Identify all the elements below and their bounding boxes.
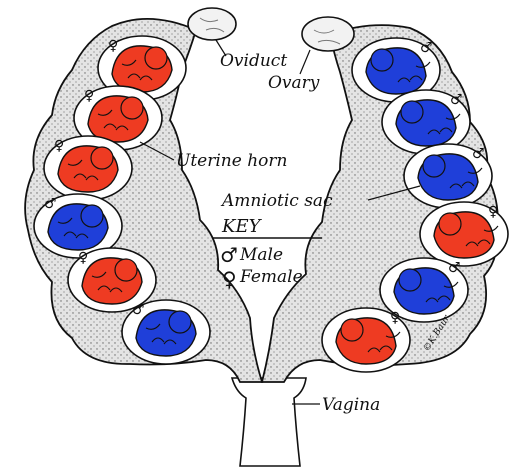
fetus-head [401,101,423,123]
uterine-horn-label: Uterine horn [176,151,287,171]
fetus-head [341,319,363,341]
fetus-head [439,213,461,235]
key-male-label: Male [239,245,283,265]
female-symbol-icon: ♀ [78,250,88,266]
male-symbol-icon: ♂ [220,243,238,267]
ovary-label: Ovary [268,73,320,93]
fetus-head [91,147,113,169]
male-symbol-icon: ♂ [450,92,463,108]
female-symbol-icon: ♀ [390,310,400,326]
key-female-label: Female [239,267,303,287]
fetus-head [423,155,445,177]
fetus-head [371,49,393,71]
amniotic-sac-label: Amniotic sac [220,191,333,211]
fetus-head [115,259,137,281]
male-symbol-icon: ♂ [420,40,433,56]
male-symbol-icon: ♂ [448,260,461,276]
fetus-head [81,205,103,227]
left-ovary [188,8,236,40]
right-ovary [302,17,354,51]
female-symbol-icon: ♀ [488,204,498,220]
fetus-head [121,97,143,119]
fetus-head [145,47,167,69]
male-symbol-icon: ♂ [472,146,485,162]
female-symbol-icon: ♀ [108,38,118,54]
vagina-label: Vagina [322,395,380,415]
key-title: KEY [221,216,263,237]
female-symbol-icon: ♀ [84,88,94,104]
female-symbol-icon: ♀ [54,138,64,154]
male-symbol-icon: ♂ [44,196,57,212]
fetus-head [399,269,421,291]
oviduct-label: Oviduct [220,51,287,71]
fetus-head [169,311,191,333]
female-symbol-icon: ♀ [222,267,237,291]
vagina-shape [232,378,306,466]
male-symbol-icon: ♂ [132,302,145,318]
